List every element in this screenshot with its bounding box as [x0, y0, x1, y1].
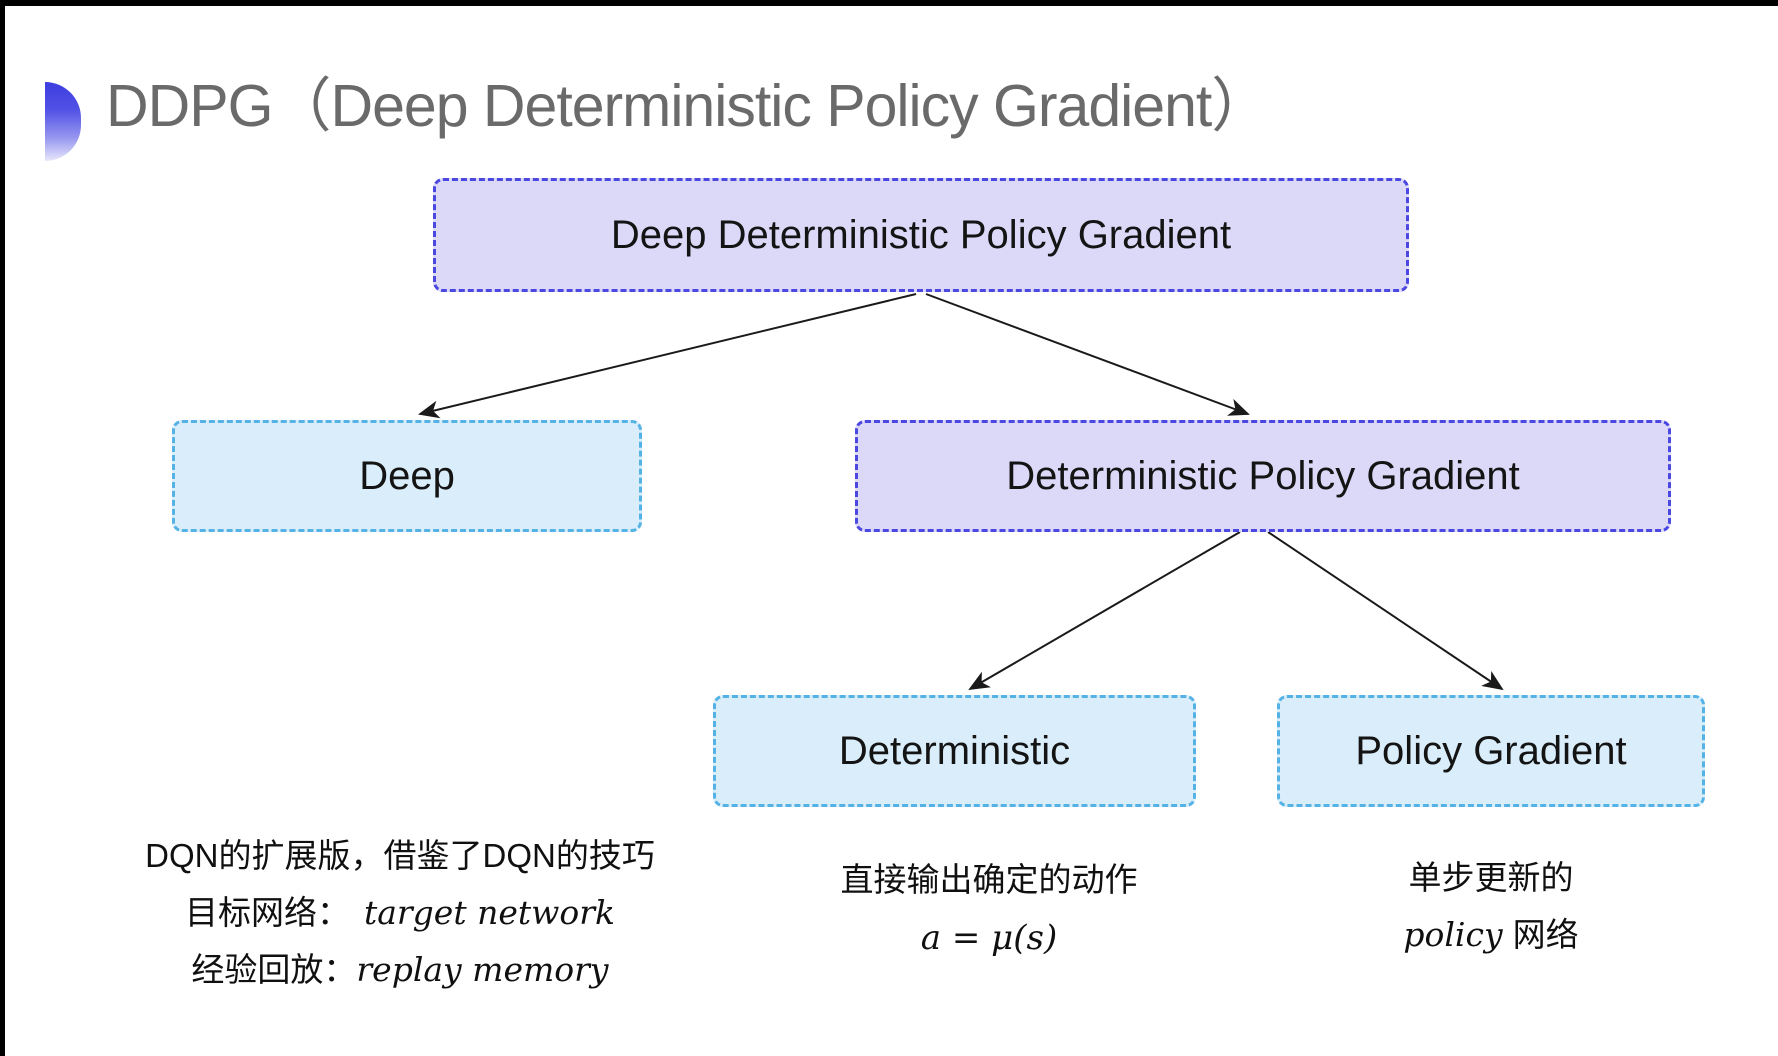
note-deep-line2-label: 目标网络：: [184, 893, 350, 931]
node-label: Policy Gradient: [1355, 728, 1627, 773]
arrow-root-to-dpg: [925, 293, 1250, 416]
node-label: Deep Deterministic Policy Gradient: [610, 212, 1232, 257]
note-deterministic: 直接输出确定的动作 a = μ(s): [789, 852, 1189, 967]
note-policy-suffix: 网络: [1512, 915, 1579, 953]
node-policy-gradient: Policy Gradient: [1277, 695, 1705, 807]
note-deep-line2: 目标网络： target network: [90, 885, 710, 942]
arrow-dpg-to-deterministic: [968, 531, 1241, 691]
frame-top-edge: [0, 0, 1778, 6]
node-label: Deterministic: [838, 728, 1071, 773]
note-deep-line1: DQN的扩展版，借鉴了DQN的技巧: [145, 837, 655, 874]
arrow-dpg-to-policy-gradient: [1267, 531, 1504, 691]
note-deep: DQN的扩展版，借鉴了DQN的技巧 目标网络： target network 经验…: [90, 828, 710, 998]
node-deterministic-policy-gradient: Deterministic Policy Gradient: [855, 420, 1671, 532]
arrow-root-to-deep: [418, 293, 917, 419]
node-label: Deep: [359, 453, 455, 498]
note-policy-term: policy: [1403, 914, 1503, 954]
note-deep-line3-term: replay memory: [356, 949, 609, 989]
half-circle-bullet-icon: [45, 82, 81, 161]
node-deep: Deep: [172, 420, 642, 532]
note-deterministic-formula: a = μ(s): [920, 917, 1058, 958]
note-policy-line1: 单步更新的: [1408, 859, 1574, 896]
node-label: Deterministic Policy Gradient: [1006, 453, 1520, 498]
frame-left-edge: [0, 0, 5, 1056]
note-deterministic-line1: 直接输出确定的动作: [840, 861, 1138, 898]
node-deep-deterministic-policy-gradient: Deep Deterministic Policy Gradient: [433, 178, 1409, 292]
note-deep-line3-label: 经验回放：: [191, 950, 357, 988]
note-deep-line2-term: target network: [363, 892, 616, 932]
node-deterministic: Deterministic: [713, 695, 1196, 807]
page-title: DDPG（Deep Deterministic Policy Gradient）: [106, 73, 1270, 139]
note-deep-line3: 经验回放：replay memory: [90, 942, 710, 999]
